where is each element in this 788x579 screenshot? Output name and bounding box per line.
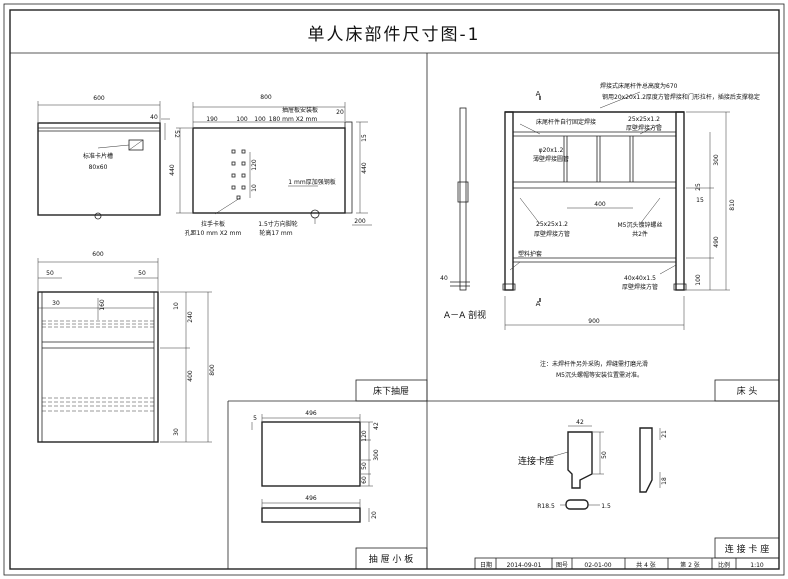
section-aa-label: A－A 剖视 [444, 309, 486, 321]
dim-bl-50a: 50 [46, 270, 54, 277]
dim-cn-42: 42 [576, 419, 584, 426]
dim-width-800: 800 [260, 94, 272, 101]
dim-cn-r: R18.5 [537, 503, 555, 510]
dim-db-42: 42 [373, 422, 380, 430]
connector-views [539, 425, 661, 510]
section-label-bedhead: 床 头 [737, 385, 758, 397]
label-pipe-20: φ20x1.2 [539, 147, 564, 154]
dim-440-right: 440 [361, 162, 368, 174]
title-block [474, 557, 780, 570]
drawing-title: 单人床部件尺寸图-1 [308, 25, 481, 45]
dim-100a: 100 [236, 116, 248, 123]
dim-rt-25: 25 [695, 183, 702, 191]
dim-cn-18: 18 [661, 477, 668, 485]
label-wood-panel: 抽屉板安装板 [282, 106, 318, 114]
dim-bl-30: 30 [52, 300, 60, 307]
tb-scale-label: 比例 [718, 561, 730, 569]
dim-db-5: 5 [253, 415, 257, 422]
dim-db-120: 120 [361, 430, 368, 442]
section-mark-a-top: A [536, 90, 541, 98]
label-tube-25a: 25x25x1.2 [628, 116, 660, 123]
dim-20: 20 [336, 109, 344, 116]
dim-bl-50b: 50 [138, 270, 146, 277]
dim-cn-15: 1.5 [601, 503, 611, 510]
bed-head-elevation [450, 91, 730, 330]
dim-rt-490: 490 [713, 236, 720, 248]
dim-bl-30b: 30 [173, 428, 180, 436]
dim-db-20: 20 [371, 511, 378, 519]
tb-date: 2014-09-01 [507, 562, 542, 569]
section-label-connector: 连 接 卡 座 [725, 543, 770, 555]
dim-db-60: 60 [361, 476, 368, 484]
label-card-slot: 标准卡片槽 [83, 152, 113, 160]
dim-bl-800: 800 [209, 364, 216, 376]
label-m5-bolt: M5沉头镀锌螺丝 [618, 221, 663, 229]
dim-cn-21: 21 [661, 430, 668, 438]
note-top-1: 焊接式床尾杆件总高度为670 [600, 82, 678, 90]
label-tube-25a-note: 厚壁焊接方管 [626, 124, 662, 132]
tb-date-label: 日期 [480, 561, 492, 569]
note-top-2: 钢用20x20x1.2厚度方管焊接和门形拉杆，插接后支撑稳定 [602, 93, 760, 101]
label-caster: 1.5寸方向脚轮 [258, 220, 298, 228]
dim-db-496a: 496 [305, 410, 317, 417]
dim-rt-900: 900 [588, 318, 600, 325]
note-bottom-1: 注：未焊杆件另外采购，焊缝需打磨光滑 [540, 360, 648, 368]
dim-190: 190 [206, 116, 218, 123]
label-tube-40-note: 厚壁焊接方管 [622, 283, 658, 291]
label-tube-40: 40x40x1.5 [624, 275, 656, 282]
dim-200: 200 [354, 218, 366, 225]
label-plastic-foot: 塑料护套 [518, 250, 542, 258]
label-pipe-20-note: 薄壁焊接圆管 [533, 155, 569, 163]
dim-52: 52 [173, 130, 180, 138]
dim-db-496b: 496 [305, 495, 317, 502]
dim-100b: 100 [254, 116, 266, 123]
dim-width-600: 600 [93, 95, 105, 102]
dim-120: 120 [251, 159, 258, 171]
section-label-drawer-board: 抽 屉 小 板 [369, 553, 414, 565]
dim-15: 15 [361, 134, 368, 142]
label-rail-fix: 床尾杆件自行固定焊接 [536, 118, 596, 126]
dim-bl-240: 240 [187, 311, 194, 323]
label-card-size: 80x60 [89, 164, 108, 171]
label-handle-holes: 孔距10 mm X2 mm [185, 229, 242, 237]
front-frame-view [37, 258, 212, 443]
dim-10: 10 [251, 184, 258, 192]
drawer-board-views [251, 414, 373, 523]
dim-bl-10: 10 [173, 302, 180, 310]
dim-bl-400: 400 [187, 370, 194, 382]
label-tube-25b-note: 厚壁焊接方管 [534, 230, 570, 238]
label-m5-count: 共2件 [632, 230, 648, 238]
label-caster-height: 轮高17 mm [259, 229, 292, 237]
tb-drawing-no: 02-01-00 [584, 562, 611, 569]
dim-db-50: 50 [361, 462, 368, 470]
dim-40: 40 [150, 114, 158, 121]
tb-total-sheets: 共 4 张 [636, 561, 656, 569]
tb-scale: 1:10 [750, 562, 764, 569]
dim-rt-100: 100 [695, 274, 702, 286]
label-hole-size: 180 mm X2 mm [269, 116, 318, 123]
note-bottom-2: M5沉头螺帽等安装位置需对准。 [556, 371, 643, 379]
dim-rt-15: 15 [696, 197, 704, 204]
section-mark-a-bottom: A [536, 300, 541, 308]
dim-440-left: 440 [169, 164, 176, 176]
side-view-drawer [176, 102, 372, 226]
dim-rt-40: 40 [440, 275, 448, 282]
label-connector: 连接卡座 [518, 455, 554, 467]
dim-cn-50: 50 [601, 451, 608, 459]
section-label-drawer: 床下抽屉 [373, 385, 409, 397]
dim-db-300: 300 [373, 449, 380, 461]
dim-rt-810: 810 [729, 199, 736, 211]
tb-drawing-no-label: 图号 [556, 562, 568, 569]
dim-rt-300: 300 [713, 154, 720, 166]
label-steel-plate: 1 mm厚加强钢板 [288, 178, 335, 186]
front-view-drawer [37, 101, 170, 220]
dim-bl-160: 160 [99, 299, 106, 311]
dim-rt-400: 400 [594, 201, 606, 208]
label-handle-plate: 拉手卡板 [201, 220, 225, 228]
dim-bl-600: 600 [92, 251, 104, 258]
label-tube-25b: 25x25x1.2 [536, 221, 568, 228]
outer-border [3, 3, 785, 576]
tb-sheet-no: 第 2 张 [680, 561, 700, 569]
